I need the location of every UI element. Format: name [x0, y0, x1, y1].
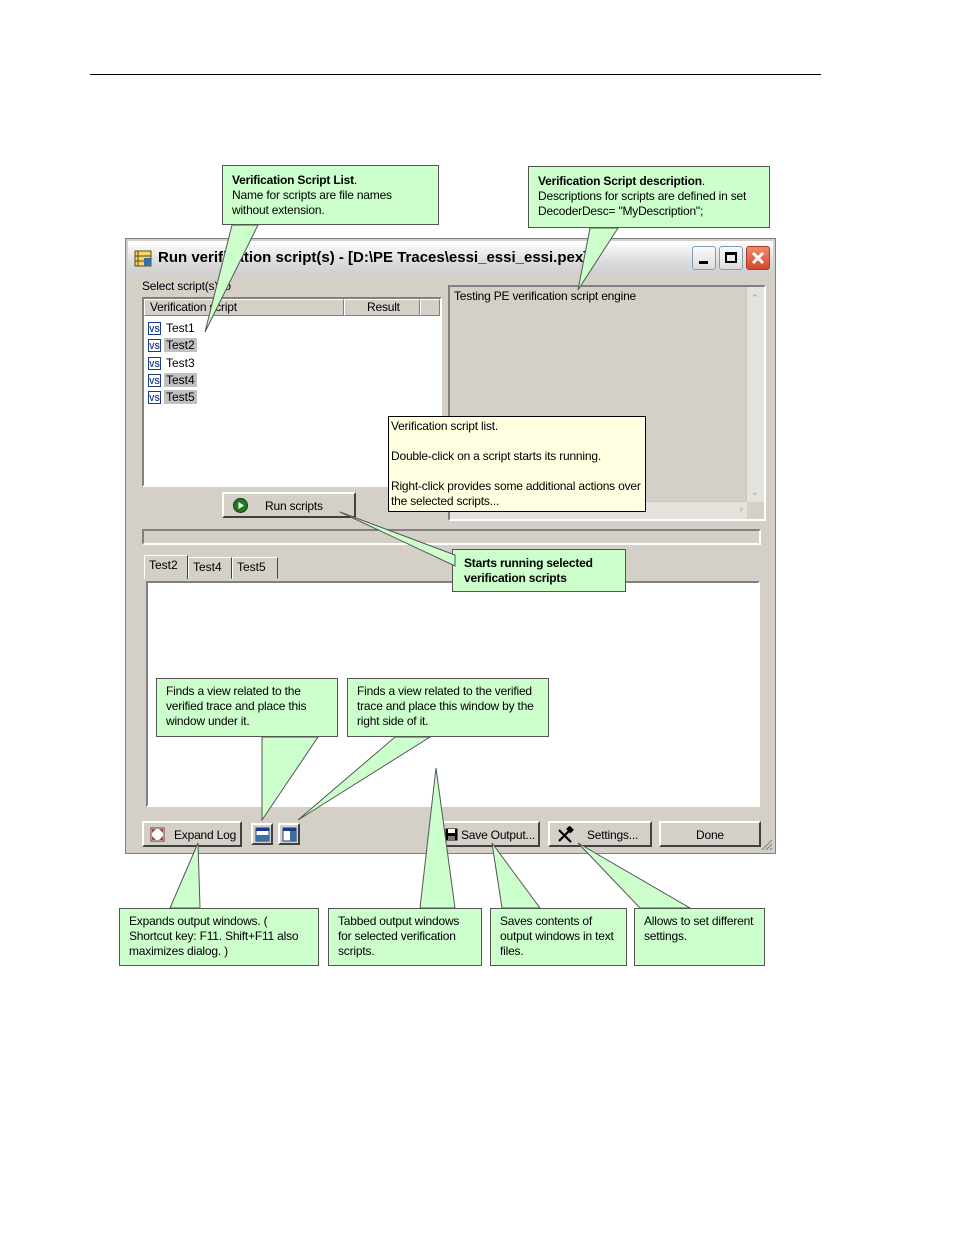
callout-script-description: Verification Script description. Descrip… [528, 166, 770, 228]
script-name: Test5 [164, 390, 197, 404]
callout-expand-log: Expands output windows. ( Shortcut key: … [119, 908, 319, 966]
run-verification-dialog: Run verification script(s) - [D:\PE Trac… [125, 238, 776, 854]
vs-script-icon: VS [148, 357, 161, 371]
close-button[interactable] [746, 246, 770, 270]
callout-text: Finds a view related to the verified tra… [166, 684, 307, 728]
expand-icon [150, 827, 165, 842]
output-tabs: Test2 Test4 Test5 [144, 555, 344, 581]
callout-title: Verification Script description [538, 174, 702, 188]
play-icon [233, 498, 248, 513]
maximize-icon [725, 252, 737, 263]
callout-run-scripts: Starts running selected verification scr… [452, 549, 626, 592]
minimize-button[interactable] [692, 246, 716, 270]
save-output-button[interactable]: Save Output... [438, 821, 540, 847]
vs-script-icon: VS [148, 374, 161, 388]
done-label: Done [696, 828, 724, 842]
column-header-empty [420, 299, 440, 316]
callout-text: Starts running selected verification scr… [464, 556, 593, 585]
callout-view-right: Finds a view related to the verified tra… [347, 678, 549, 737]
callout-script-list: Verification Script List. Name for scrip… [222, 165, 439, 225]
script-list-tooltip: Verification script list. Double-click o… [388, 416, 646, 512]
view-under-button[interactable] [251, 823, 273, 845]
save-output-label: Save Output... [461, 828, 535, 842]
app-icon [134, 250, 152, 267]
callout-text: Expands output windows. ( Shortcut key: … [129, 914, 299, 958]
vs-script-icon: VS [148, 339, 161, 353]
tab-test4[interactable]: Test4 [188, 557, 232, 579]
progress-bar [142, 529, 761, 545]
callout-text: Name for scripts are file names without … [232, 188, 392, 217]
close-icon [751, 251, 765, 265]
script-description-text: Testing PE verification script engine [454, 289, 637, 303]
tooltip-line: Verification script list. [391, 419, 499, 433]
description-scrollbar[interactable]: ⌃ ⌄ [746, 287, 764, 502]
run-scripts-button[interactable]: Run scripts [222, 492, 356, 518]
vs-script-icon: VS [148, 322, 161, 336]
window-right-icon [282, 827, 297, 842]
callout-tabbed-output: Tabbed output windows for selected verif… [328, 908, 482, 966]
column-header-result[interactable]: Result [344, 299, 420, 316]
script-name: Test2 [164, 338, 197, 352]
callout-text: Finds a view related to the verified tra… [357, 684, 534, 728]
view-right-button[interactable] [278, 823, 300, 845]
title-bar[interactable]: Run verification script(s) - [D:\PE Trac… [128, 241, 773, 275]
tab-test5[interactable]: Test5 [232, 557, 278, 579]
scroll-up-icon: ⌃ [751, 293, 759, 303]
callout-title: Verification Script List [232, 173, 354, 187]
run-scripts-label: Run scripts [265, 499, 323, 513]
window-under-icon [255, 827, 270, 842]
callout-view-under: Finds a view related to the verified tra… [156, 678, 338, 737]
window-title: Run verification script(s) - [D:\PE Trac… [158, 249, 589, 266]
scroll-down-icon: ⌄ [751, 487, 759, 497]
scroll-right-icon: › [739, 504, 743, 515]
maximize-button[interactable] [719, 246, 743, 270]
header-rule [90, 74, 821, 75]
expand-log-button[interactable]: Expand Log [142, 821, 242, 847]
script-name: Test4 [164, 373, 197, 387]
vs-script-icon: VS [148, 391, 161, 405]
callout-text: Saves contents of output windows in text… [500, 914, 614, 958]
tab-test2[interactable]: Test2 [144, 555, 188, 579]
expand-log-label: Expand Log [174, 828, 237, 842]
script-item-test1[interactable]: VS Test1 [148, 320, 197, 336]
script-item-test3[interactable]: VS Test3 [148, 355, 197, 371]
floppy-disk-icon [445, 828, 458, 841]
callout-text: Tabbed output windows for selected verif… [338, 914, 460, 958]
callout-settings: Allows to set different settings. [634, 908, 765, 966]
settings-label: Settings... [587, 828, 639, 842]
done-button[interactable]: Done [659, 821, 761, 847]
callout-text: Allows to set different settings. [644, 914, 754, 943]
script-name: Test3 [166, 356, 195, 370]
tools-icon [558, 826, 574, 843]
resize-grip-icon[interactable] [760, 838, 773, 851]
select-scripts-label: Select script(s) to [142, 279, 231, 293]
minimize-icon [699, 261, 708, 264]
settings-button[interactable]: Settings... [548, 821, 652, 847]
column-header-script[interactable]: Verification script [144, 299, 344, 316]
callout-save-output: Saves contents of output windows in text… [490, 908, 627, 966]
script-name: Test1 [166, 321, 195, 335]
tooltip-line: Double-click on a script starts its runn… [391, 449, 601, 463]
tooltip-line: Right-click provides some additional act… [391, 479, 641, 508]
callout-text: Descriptions for scripts are defined in … [538, 189, 747, 218]
